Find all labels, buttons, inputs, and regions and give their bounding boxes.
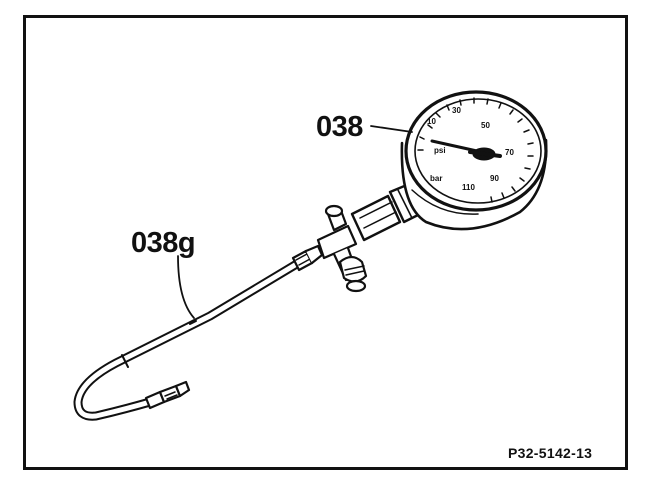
dial-unit-text: psi (434, 146, 446, 155)
spark-plug-adapter (144, 380, 191, 410)
dial-number: 70 (505, 148, 514, 157)
dial-number: 90 (490, 174, 499, 183)
dial-number: 50 (481, 121, 490, 130)
gauge-scale (417, 97, 534, 203)
dial-number: 10 (427, 117, 436, 126)
leader-line-038 (370, 125, 413, 133)
dial-number: 110 (462, 183, 475, 192)
leader-line-038g (177, 255, 195, 319)
part-label-gauge: 038 (316, 111, 363, 143)
pressure-gauge (400, 90, 548, 231)
hose (73, 257, 305, 421)
figure-code: P32-5142-13 (508, 445, 593, 461)
release-valve (316, 204, 368, 293)
dial-number: 30 (452, 106, 461, 115)
part-label-hose: 038g (131, 227, 196, 259)
dial-brand-text: bar (430, 174, 442, 183)
hose-fitting (291, 244, 324, 272)
gauge-needle (430, 139, 502, 161)
